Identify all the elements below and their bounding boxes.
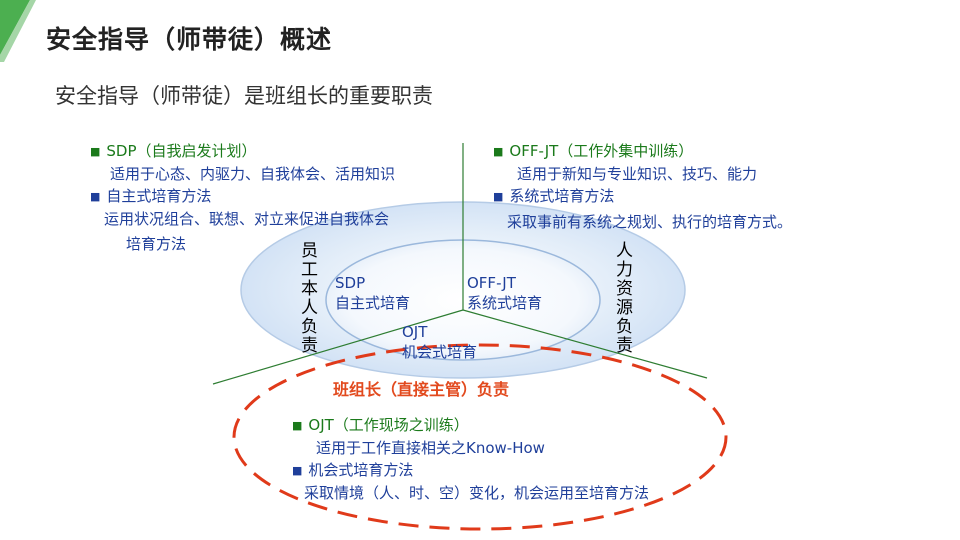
quadrant-top-right: ■ OFF-JT（工作外集中训练） 适用于新知与专业知识、技巧、能力 ■ 系统式培育… bbox=[493, 140, 792, 233]
blue-square-bullet-icon: ■ bbox=[292, 464, 303, 477]
offjt-heading: OFF-JT（工作外集中训练） bbox=[509, 142, 694, 160]
hr-responsible-label: 人力资源负责 bbox=[612, 241, 632, 355]
sdp-description: 适用于心态、内驱力、自我体会、活用知识 bbox=[110, 165, 396, 183]
sdp-label: SDP bbox=[335, 274, 366, 292]
inner-sdp-label: SDP 自主式培育 bbox=[335, 273, 410, 313]
ojt-heading: OJT（工作现场之训练） bbox=[308, 416, 469, 434]
green-square-bullet-icon: ■ bbox=[90, 145, 101, 158]
inner-ojt-label: OJT 机会式培育 bbox=[402, 322, 477, 362]
employee-responsible-label: 员工本人负责 bbox=[297, 241, 317, 355]
self-directed-description-cont: 培育方法 bbox=[126, 235, 187, 253]
blue-square-bullet-icon: ■ bbox=[90, 190, 101, 203]
self-directed-description: 运用状况组合、联想、对立来促进自我体会 bbox=[104, 210, 390, 228]
sdp-heading: SDP（自我启发计划） bbox=[106, 142, 257, 160]
opportunity-heading: 机会式培育方法 bbox=[308, 461, 414, 479]
quadrant-bottom: ■ OJT（工作现场之训练） 适用于工作直接相关之Know-How ■ 机会式培育方… bbox=[292, 414, 649, 504]
ojt-sub-label: 机会式培育 bbox=[402, 343, 478, 361]
inner-offjt-label: OFF-JT 系统式培育 bbox=[467, 273, 542, 313]
self-directed-heading: 自主式培育方法 bbox=[106, 187, 212, 205]
page-subtitle: 安全指导（师带徒）是班组长的重要职责 bbox=[55, 84, 433, 108]
offjt-sub-label: 系统式培育 bbox=[467, 294, 543, 312]
opportunity-description: 采取情境（人、时、空）变化，机会运用至培育方法 bbox=[304, 484, 650, 502]
ojt-description: 适用于工作直接相关之Know-How bbox=[316, 439, 545, 457]
systematic-heading: 系统式培育方法 bbox=[509, 187, 615, 205]
divider-left bbox=[212, 309, 464, 385]
blue-square-bullet-icon: ■ bbox=[493, 190, 504, 203]
quadrant-top-left: ■ SDP（自我启发计划） 适用于心态、内驱力、自我体会、活用知识 ■ 自主式培育方… bbox=[90, 140, 395, 255]
red-dashed-ellipse bbox=[232, 343, 728, 531]
divider-right bbox=[462, 309, 708, 379]
corner-accent bbox=[0, 0, 36, 62]
green-square-bullet-icon: ■ bbox=[292, 419, 303, 432]
green-square-bullet-icon: ■ bbox=[493, 145, 504, 158]
page-title: 安全指导（师带徒）概述 bbox=[46, 25, 333, 54]
systematic-description: 采取事前有系统之规划、执行的培育方式。 bbox=[507, 213, 793, 231]
offjt-label: OFF-JT bbox=[467, 274, 516, 292]
ojt-label: OJT bbox=[402, 323, 428, 341]
team-leader-responsible-label: 班组长（直接主管）负责 bbox=[333, 380, 510, 399]
sdp-sub-label: 自主式培育 bbox=[335, 294, 411, 312]
offjt-description: 适用于新知与专业知识、技巧、能力 bbox=[517, 165, 758, 183]
